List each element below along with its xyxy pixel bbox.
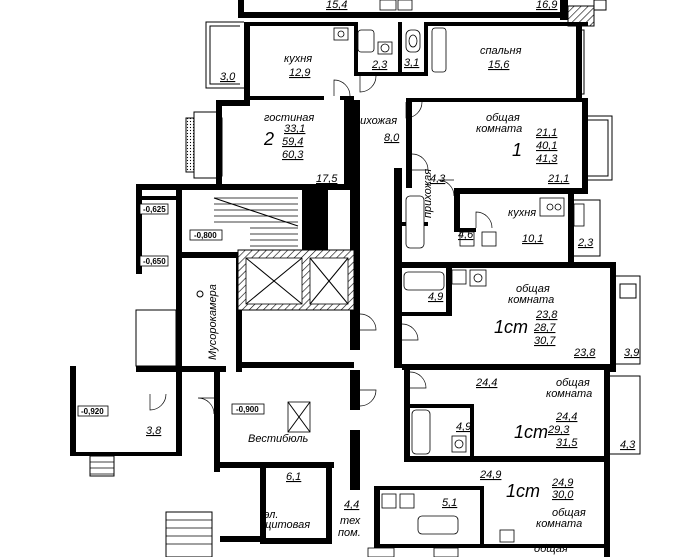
bedroom-label: спальня xyxy=(480,45,522,57)
living-label: гостиная xyxy=(264,112,314,124)
apartment-one-room xyxy=(394,98,616,268)
area-24-4: 24,4 xyxy=(475,377,497,389)
balcony-d-area: 4,3 xyxy=(620,439,636,451)
electrical-label-2: щитовая xyxy=(262,519,310,531)
bath-e-area: 4,9 xyxy=(456,421,471,433)
bedroom-area: 15,6 xyxy=(488,59,510,71)
common-1-label-1: общая xyxy=(486,112,520,124)
area-3-8: 3,8 xyxy=(146,425,162,437)
bath-c-area: 4,6 xyxy=(458,229,474,241)
tech-area: 4,4 xyxy=(344,499,359,511)
building-core xyxy=(70,100,377,557)
kitchen-b-label: кухня xyxy=(508,207,536,219)
studio-1-label-2: комната xyxy=(508,294,554,306)
hall-a-label: прихожая xyxy=(348,115,397,127)
entrance-steps xyxy=(89,455,213,557)
level-markers: -0,625 -0,800 -0,650 -0,920 -0,900 xyxy=(77,203,265,417)
kitchen-top-label: кухня xyxy=(284,53,312,65)
kitchen-top-area: 12,9 xyxy=(289,67,310,79)
studio-1-area-2: 28,7 xyxy=(533,322,556,334)
apartment-two-room xyxy=(185,21,588,190)
level-marker-4: -0,920 xyxy=(81,407,104,416)
bottom-partial-label: общая xyxy=(534,543,568,555)
area-top-left: 15,4 xyxy=(326,0,347,11)
common-1-rooms-count: 1 xyxy=(512,140,522,160)
studio-1-rooms-count: 1ст xyxy=(494,317,528,337)
area-top-right: 16,9 xyxy=(536,0,557,11)
studio-1-label-1: общая xyxy=(516,283,550,295)
area-21-1: 21,1 xyxy=(547,173,569,185)
kitchen-b-area: 10,1 xyxy=(522,233,543,245)
apartment-studio-3 xyxy=(367,462,610,557)
studio-2-rooms-count: 1ст xyxy=(514,422,548,442)
living-area-3: 60,3 xyxy=(282,149,304,161)
trash-room-label: Мусорокамера xyxy=(207,284,219,360)
common-1-label-2: комната xyxy=(476,123,522,135)
common-1-area-3: 41,3 xyxy=(536,153,558,165)
bath-d-area: 4,9 xyxy=(428,291,443,303)
level-marker-3: -0,650 xyxy=(143,257,166,266)
studio-1-area-1: 23,8 xyxy=(535,309,558,321)
tech-label-1: тех xyxy=(340,515,361,527)
level-marker-2: -0,800 xyxy=(194,231,217,240)
studio-3-area-1: 24,9 xyxy=(551,477,573,489)
living-rooms-count: 2 xyxy=(263,129,274,149)
level-marker-1: -0,625 xyxy=(143,205,166,214)
vestibule-label: Вестибюль xyxy=(248,433,309,445)
hall-b-label: прихожая xyxy=(422,169,434,218)
studio-2-area-1: 24,4 xyxy=(555,411,577,423)
balcony-c-area: 3,9 xyxy=(624,347,639,359)
room-labels: 15,4 16,9 кухня 12,9 3,0 2,3 3,1 спальня… xyxy=(146,0,639,555)
studio-3-rooms-count: 1ст xyxy=(506,481,540,501)
level-marker-5: -0,900 xyxy=(236,405,259,414)
studio-3-label-1: общая xyxy=(552,507,586,519)
bath-f-area: 5,1 xyxy=(442,497,457,509)
hall-b-area: 4,3 xyxy=(430,173,446,185)
balcony-b-area: 2,3 xyxy=(577,237,594,249)
area-24-9: 24,9 xyxy=(479,469,501,481)
apartment-studio-2 xyxy=(404,370,641,462)
studio-3-label-2: комната xyxy=(536,518,582,530)
electrical-area: 6,1 xyxy=(286,471,301,483)
studio-2-area-3: 31,5 xyxy=(556,437,578,449)
living-area-2: 59,4 xyxy=(282,136,303,148)
balcony-left-area: 3,0 xyxy=(220,71,236,83)
area-23-8: 23,8 xyxy=(573,347,596,359)
hall-a-area: 8,0 xyxy=(384,132,400,144)
bath-b-area: 3,1 xyxy=(404,57,419,69)
tech-label-2: пом. xyxy=(338,527,361,539)
top-walls xyxy=(238,0,607,27)
electrical-label-1: эл. xyxy=(264,509,278,521)
studio-2-area-2: 29,3 xyxy=(547,424,570,436)
common-1-area-2: 40,1 xyxy=(536,140,557,152)
living-area-1: 33,1 xyxy=(284,123,305,135)
studio-3-area-2: 30,0 xyxy=(552,489,574,501)
stair-flight xyxy=(213,197,299,247)
area-17-5: 17,5 xyxy=(316,173,338,185)
apartment-studio-1 xyxy=(394,262,641,372)
common-1-area-1: 21,1 xyxy=(535,127,557,139)
bath-a-area: 2,3 xyxy=(371,59,388,71)
studio-2-label-2: комната xyxy=(546,388,592,400)
studio-2-label-1: общая xyxy=(556,377,590,389)
studio-1-area-3: 30,7 xyxy=(534,335,556,347)
